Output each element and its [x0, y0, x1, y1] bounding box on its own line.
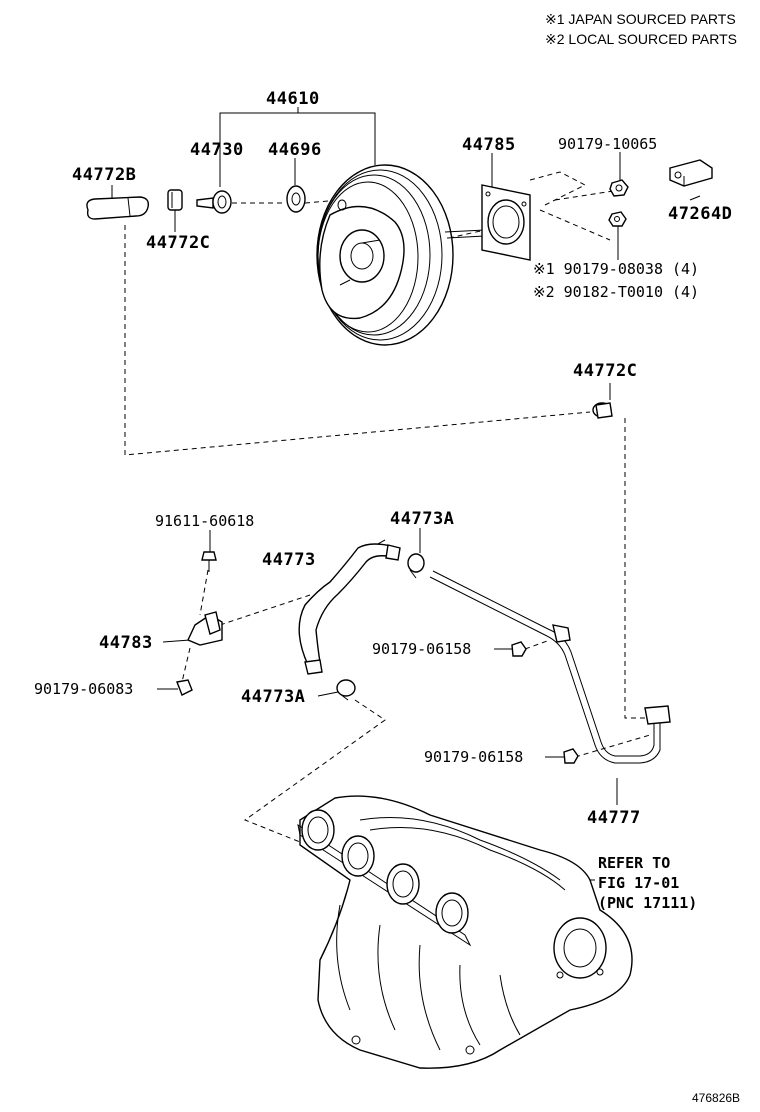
intake-manifold — [297, 795, 633, 1069]
nut-90179-06158-a — [511, 641, 527, 657]
brake-booster-44610 — [316, 164, 486, 346]
bolt-91611-60618 — [201, 551, 217, 572]
label-44777: 44777 — [587, 808, 641, 828]
label-90179-06158-a: 90179-06158 — [372, 640, 471, 658]
hose-44773 — [298, 543, 401, 675]
bracket-44783 — [187, 611, 223, 646]
label-44772b: 44772B — [72, 165, 136, 185]
label-90182-t0010: ※2 90182-T0010 (4) — [533, 283, 699, 301]
label-47264d: 47264D — [668, 204, 732, 224]
label-90179-06083: 90179-06083 — [34, 680, 133, 698]
nut-90179-10065 — [609, 179, 629, 197]
label-44610: 44610 — [266, 89, 320, 109]
label-44773a-top: 44773A — [390, 509, 454, 529]
label-44696: 44696 — [268, 140, 322, 160]
label-44772c-mid: 44772C — [573, 361, 637, 381]
clamp-44773a-bottom — [336, 679, 356, 701]
tube-44777 — [429, 570, 671, 764]
nut-90179-08038 — [608, 211, 627, 227]
nut-90179-06083 — [176, 679, 193, 696]
grommet-44696 — [286, 185, 306, 213]
part-labels: 44610 44730 44696 44785 90179-10065 4726… — [34, 89, 732, 828]
hose-44772b — [86, 196, 150, 220]
reference-line-2: FIG 17-01 — [598, 874, 679, 892]
label-44783: 44783 — [99, 633, 153, 653]
reference-line-3: (PNC 17111) — [598, 894, 697, 912]
nut-90179-06158-b — [563, 748, 579, 764]
label-44773: 44773 — [262, 550, 316, 570]
clamp-44773a-top — [407, 553, 425, 579]
label-90179-06158-b: 90179-06158 — [424, 748, 523, 766]
note-local-sourced: ※2 LOCAL SOURCED PARTS — [545, 31, 737, 47]
reference-note: REFER TO FIG 17-01 (PNC 17111) — [598, 854, 697, 912]
clamp-44772c-mid — [592, 402, 613, 419]
figure-number: 476826B — [692, 1091, 740, 1105]
check-valve-44730 — [196, 190, 232, 214]
clamp-44772c-top — [167, 189, 183, 211]
bracket-47264d — [669, 159, 713, 187]
label-90179-10065: 90179-10065 — [558, 135, 657, 153]
label-44730: 44730 — [190, 140, 244, 160]
note-japan-sourced: ※1 JAPAN SOURCED PARTS — [545, 11, 736, 27]
label-90179-08038: ※1 90179-08038 (4) — [533, 260, 699, 278]
label-44773a-bottom: 44773A — [241, 687, 305, 707]
label-44772c-top: 44772C — [146, 233, 210, 253]
reference-line-1: REFER TO — [598, 854, 670, 872]
gasket-44785 — [481, 184, 531, 261]
label-91611-60618: 91611-60618 — [155, 512, 254, 530]
dashed-connection-lines — [124, 171, 651, 851]
label-44785: 44785 — [462, 135, 516, 155]
